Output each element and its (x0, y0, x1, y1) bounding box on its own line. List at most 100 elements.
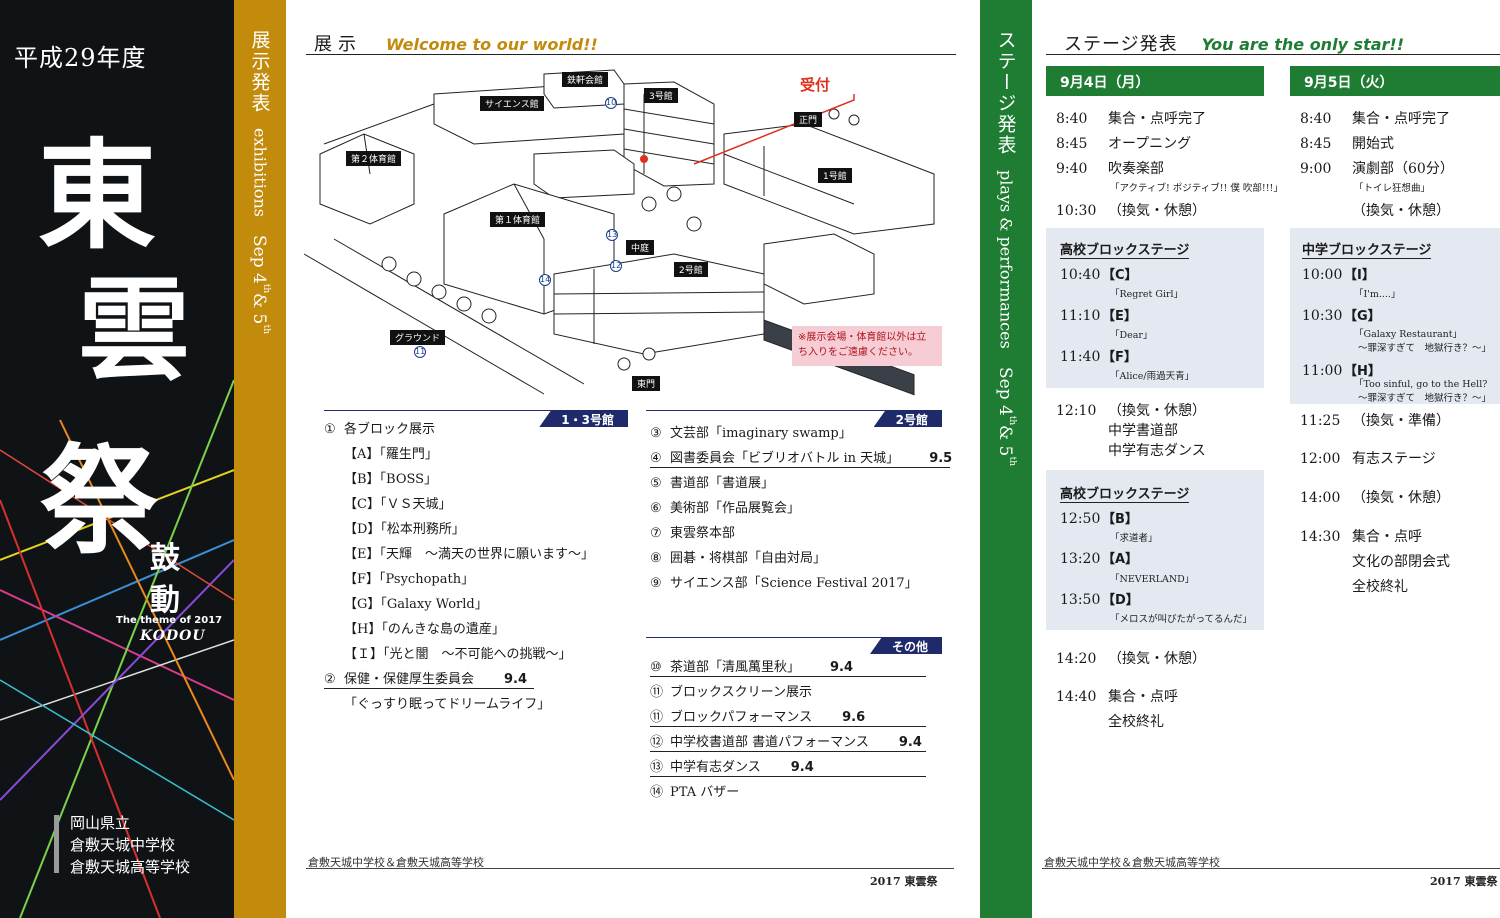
stage-footer-rule (1042, 868, 1500, 869)
map-label-gate: 正門 (794, 112, 823, 127)
map-label-bldg1: 1号館 (818, 168, 852, 183)
exhibit-item-text: ブロックスクリーン展示 (670, 685, 812, 700)
exhibit-item-text: 【D】「松本刑務所」 (344, 522, 465, 537)
exhibit-item-number: ① (324, 422, 336, 437)
cover-school-pref: 岡山県立 (70, 814, 131, 832)
map-label-bldg3: 3号館 (644, 88, 678, 103)
exhibition-band-text: 展示発表 exhibitions Sep 4th & 5th (234, 30, 286, 334)
exhibit-item-number: ⑩ (650, 660, 662, 675)
stage-footer-school: 倉敷天城中学校＆倉敷天城高等学校 (1044, 856, 1220, 869)
exhibit-item-text: PTA バザー (670, 785, 740, 800)
map-label-gym2: 第２体育館 (346, 151, 402, 166)
exhibition-band: 展示発表 exhibitions Sep 4th & 5th (234, 0, 286, 918)
exhibit-item-text: ブロックパフォーマンス (670, 710, 813, 725)
day2-box-sub-3: 「Too sinful, go to the Hell? (1354, 379, 1488, 390)
exhibit-item-text: 各ブロック展示 (344, 422, 436, 437)
exhibit-item: 【Ｉ】「光と闇 〜不可能への挑戦〜」 (324, 643, 572, 662)
cover-theme-romaji: KODOU (140, 628, 206, 644)
day1-row-8: 14:20（換気・休憩） (1056, 651, 1206, 667)
day2-box-sub-3b: 〜罪深すぎて 地獄行き？〜」 (1358, 393, 1492, 404)
campus-map: 受付 鉄軒会館 サイエンス館 3号館 第２体育館 正門 1号館 第１体育館 中庭… (294, 64, 974, 404)
stage-tagline: You are the only star!! (1201, 35, 1405, 54)
day1-row-4: 10:30（換気・休憩） (1056, 203, 1206, 219)
exhibition-band-date: Sep 4th & 5th (249, 234, 271, 334)
day1-box1-item-1: 10:40【C】 (1060, 267, 1138, 283)
exhibit-item-number: ② (324, 672, 336, 687)
exhibit-item-text: 【C】「ＶＳ天城」 (344, 497, 452, 512)
exhibition-heading-jp: 展示 (314, 34, 362, 55)
cover-theme-en: The theme of 2017 (116, 615, 223, 626)
day1-box2-title: 高校ブロックステージ (1060, 483, 1190, 503)
exhibit-item: ⑨ サイエンス部「Science Festival 2017」 (650, 572, 918, 591)
exhibit-item-date: 9.4 (830, 660, 854, 675)
exhibit-item: 【B】「BOSS」 (324, 468, 437, 487)
exhibit-item-text: 「ぐっすり眠ってドリームライフ」 (344, 697, 551, 712)
map-num-13: 13 (606, 229, 618, 241)
day1-box2-sub-2: 「NEVERLAND」 (1110, 574, 1195, 585)
day2-row-7: 14:00（換気・休憩） (1300, 490, 1450, 506)
day1-row-7: 中学有志ダンス (1108, 443, 1206, 459)
exhibit-item-number: ⑪ (650, 685, 664, 700)
exhibit-item-text: 【G】「Galaxy World」 (344, 597, 488, 612)
exhibit-item: 【G】「Galaxy World」 (324, 593, 488, 612)
exhibit-item-text: 東雲祭本部 (670, 526, 736, 541)
exhibit-item-date: 9.4 (790, 760, 814, 775)
stage-band-en: plays & performances (996, 170, 1016, 349)
day2-row-5: 11:25（換気・準備） (1300, 413, 1450, 429)
day1-box2-item-2: 13:20【A】 (1060, 551, 1139, 567)
day1-box2-item-1: 12:50【B】 (1060, 511, 1138, 527)
map-label-gym1: 第１体育館 (490, 212, 546, 227)
stage-heading-jp: ステージ発表 (1064, 34, 1178, 55)
day1-box1-sub-1: 「Regret Girl」 (1110, 289, 1184, 300)
cover-theme-char-1: 鼓 (150, 541, 180, 576)
day1-box2 (1046, 470, 1264, 630)
day1-box2-sub-3: 「メロスが叫びたがってるんだ」 (1110, 614, 1253, 625)
exhibit-item-number: ⑦ (650, 526, 662, 541)
day1-row-5: 12:10（換気・休憩） (1056, 403, 1206, 419)
exhibit-item-number: ⑬ (650, 760, 664, 775)
exhibit-item-text: サイエンス部「Science Festival 2017」 (670, 576, 918, 591)
stage-panel: ステージ発表 You are the only star!! 9月4日（月） 9… (1032, 0, 1500, 918)
map-label-courtyard: 中庭 (626, 240, 655, 255)
exhibit-item-text: 【A】「羅生門」 (344, 447, 438, 462)
exhibit-item-text: 【B】「BOSS」 (344, 472, 438, 487)
map-label-ground: グラウンド (390, 330, 446, 345)
exhibit-item: ⑦ 東雲祭本部 (650, 522, 735, 541)
stage-band-jp: ステージ発表 (994, 30, 1017, 156)
day2-box (1290, 228, 1500, 404)
day2-box-item-3: 11:00【H】 (1302, 363, 1381, 379)
map-reception-label: 受付 (800, 76, 831, 94)
exhibit-item-number: ⑨ (650, 576, 662, 591)
day1-row-6: 中学書道部 (1108, 423, 1178, 439)
exhibit-item-date: 9.5 (929, 451, 953, 466)
map-label-science: サイエンス館 (480, 96, 544, 111)
cover-title-char-2: 雲 (78, 265, 190, 396)
exhibit-item: 【F】「Psychopath」 (324, 568, 474, 587)
day2-box-item-2: 10:30【G】 (1302, 308, 1381, 324)
day2-box-sub-2: 「Galaxy Restaurant」 (1354, 329, 1463, 340)
other-header: その他 (646, 637, 942, 654)
stage-band-date: Sep 4th & 5th (995, 366, 1017, 466)
day1-box2-item-3: 13:50【D】 (1060, 592, 1139, 608)
exhibit-item: 【D】「松本刑務所」 (324, 518, 465, 537)
exhibit-item: 「ぐっすり眠ってドリームライフ」 (324, 693, 550, 712)
cover-panel: 平成29年度 東 雲 祭 鼓 動 The theme of 2017 KODOU… (0, 0, 234, 918)
day1-row-10: 全校終礼 (1108, 714, 1164, 730)
stage-band-text: ステージ発表 plays & performances Sep 4th & 5t… (980, 30, 1032, 466)
map-restriction-note: ※展示会場・体育館以外は立ち入りをご遠慮ください。 (792, 326, 942, 366)
exhibit-item-text: 中学校書道部 書道パフォーマンス (670, 735, 869, 750)
block13-header: 1・3号館 (324, 410, 628, 427)
